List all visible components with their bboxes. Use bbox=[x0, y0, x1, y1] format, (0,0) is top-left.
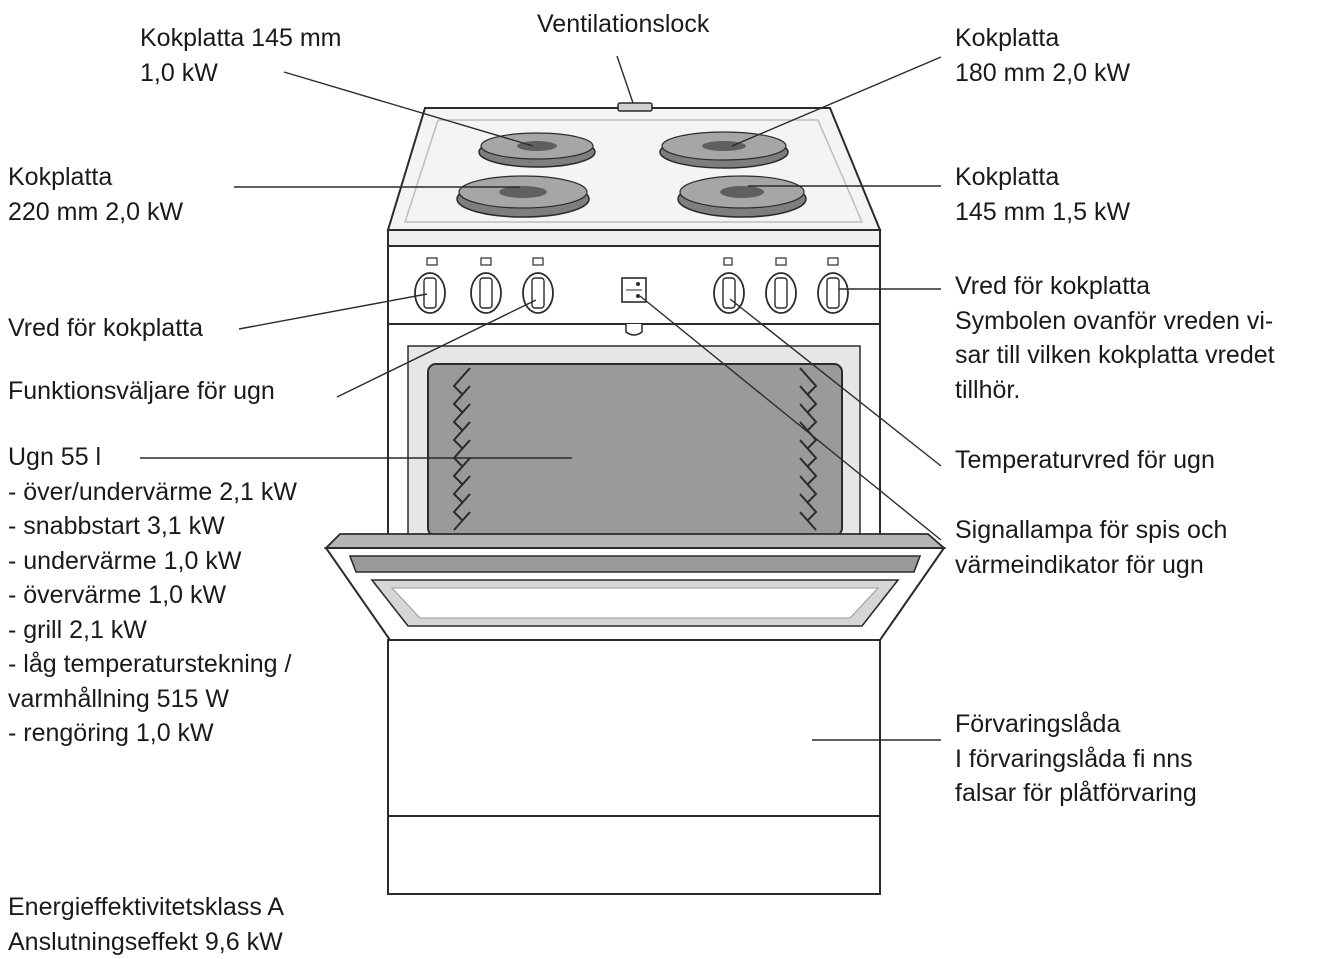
knob-2 bbox=[470, 257, 502, 314]
knob-1 bbox=[414, 257, 446, 314]
oven-door-handle bbox=[348, 555, 922, 573]
rack-rails-right bbox=[799, 367, 818, 531]
hob-front-right bbox=[677, 175, 807, 218]
leader-temperature bbox=[729, 298, 942, 467]
oven-door-glass-inner bbox=[390, 587, 880, 619]
hob-front-left bbox=[456, 175, 590, 218]
leader-vent bbox=[616, 55, 634, 104]
knob-4-temperature bbox=[713, 257, 745, 314]
label-temperature-knob: Temperaturvred för ugn bbox=[955, 446, 1215, 474]
oven-door-top-edge bbox=[323, 533, 947, 549]
leader-hob-back-right bbox=[731, 56, 942, 147]
label-knob-left: Vred för kokplatta bbox=[8, 314, 204, 342]
lower-body bbox=[387, 639, 881, 895]
cooktop-front-edge bbox=[387, 229, 881, 247]
hob-back-right bbox=[659, 131, 789, 169]
cooktop-inner-rim bbox=[403, 119, 864, 223]
leader-lines bbox=[140, 55, 942, 741]
cooktop bbox=[386, 107, 882, 231]
ventilation-cover bbox=[617, 102, 653, 112]
label-oven: Ugn 55 l- över/undervärme 2,1 kW- snabbs… bbox=[8, 443, 297, 747]
label-function-selector: Funktionsväljare för ugn bbox=[8, 377, 275, 405]
leader-signal-lamp bbox=[639, 295, 942, 541]
oven-cavity bbox=[427, 363, 843, 537]
hob-back-left bbox=[478, 132, 596, 168]
leader-hob-back-left bbox=[283, 71, 534, 147]
rack-rails-left bbox=[452, 367, 471, 531]
knob-6 bbox=[817, 257, 849, 314]
door-latch bbox=[625, 324, 643, 336]
leader-function-selector bbox=[336, 299, 537, 398]
label-ventilation-cover: Ventilationslock bbox=[537, 10, 710, 38]
signal-lamps bbox=[621, 277, 647, 303]
leader-knob-left bbox=[238, 293, 428, 330]
knob-5 bbox=[765, 257, 797, 314]
